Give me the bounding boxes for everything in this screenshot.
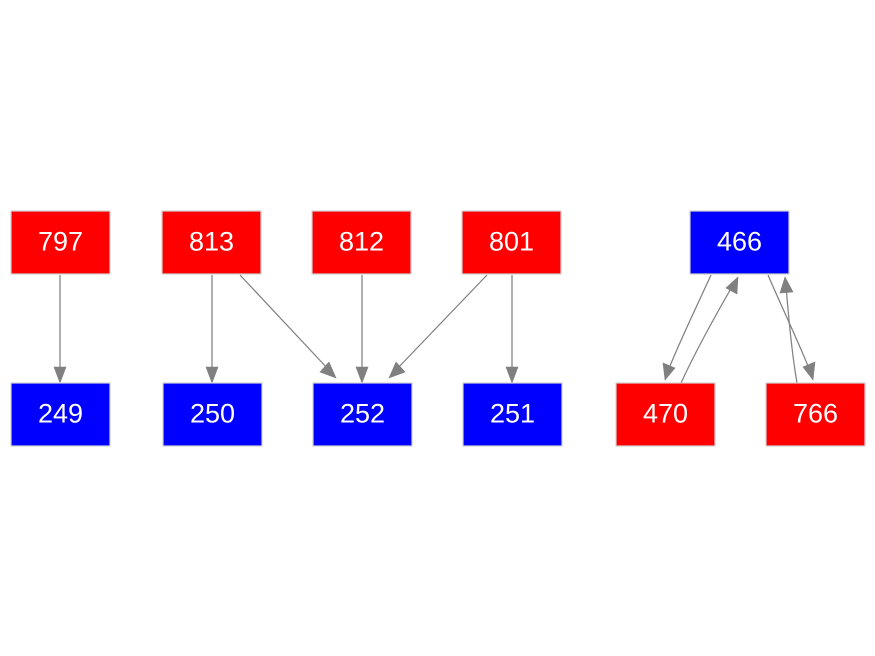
node-813[interactable]: 813 bbox=[161, 210, 262, 275]
arrowhead-icon bbox=[662, 362, 676, 381]
node-rect[interactable] bbox=[10, 382, 111, 447]
node-rect[interactable] bbox=[462, 382, 563, 447]
edge-line bbox=[667, 274, 712, 372]
edge-layer bbox=[53, 274, 816, 384]
node-label: 250 bbox=[190, 399, 235, 429]
edge-812-to-252 bbox=[355, 275, 369, 384]
arrowhead-icon bbox=[355, 366, 369, 384]
edge-466-to-766 bbox=[767, 274, 816, 381]
edge-801-to-251 bbox=[505, 275, 519, 384]
node-470[interactable]: 470 bbox=[615, 382, 716, 447]
arrowhead-icon bbox=[319, 361, 337, 379]
edge-813-to-252 bbox=[239, 274, 337, 379]
arrowhead-icon bbox=[802, 361, 816, 381]
node-797[interactable]: 797 bbox=[10, 210, 111, 275]
node-rect[interactable] bbox=[311, 210, 412, 275]
node-250[interactable]: 250 bbox=[162, 382, 263, 447]
node-label: 251 bbox=[490, 399, 535, 429]
node-rect[interactable] bbox=[161, 210, 262, 275]
node-766[interactable]: 766 bbox=[765, 382, 866, 447]
node-249[interactable]: 249 bbox=[10, 382, 111, 447]
node-label: 466 bbox=[717, 227, 762, 257]
node-label: 249 bbox=[38, 399, 83, 429]
arrowhead-icon bbox=[388, 361, 406, 379]
node-label: 766 bbox=[793, 399, 838, 429]
node-label: 813 bbox=[189, 227, 234, 257]
node-251[interactable]: 251 bbox=[462, 382, 563, 447]
node-label: 812 bbox=[339, 227, 384, 257]
edge-line bbox=[395, 274, 488, 371]
node-label: 252 bbox=[340, 399, 385, 429]
node-rect[interactable] bbox=[689, 210, 790, 275]
node-label: 470 bbox=[643, 399, 688, 429]
node-252[interactable]: 252 bbox=[312, 382, 413, 447]
node-rect[interactable] bbox=[461, 210, 562, 275]
edge-801-to-252 bbox=[388, 274, 488, 379]
edge-766-to-466 bbox=[779, 276, 798, 384]
edge-797-to-249 bbox=[53, 275, 67, 384]
edge-470-to-466 bbox=[680, 276, 739, 384]
edge-813-to-250 bbox=[205, 275, 219, 384]
arrowhead-icon bbox=[205, 366, 219, 384]
node-rect[interactable] bbox=[162, 382, 263, 447]
arrowhead-icon bbox=[779, 276, 794, 294]
node-rect[interactable] bbox=[312, 382, 413, 447]
edge-line bbox=[239, 274, 330, 371]
node-layer: 797 813 812 801 466 249 250 252 251 470 766 bbox=[10, 210, 866, 447]
node-812[interactable]: 812 bbox=[311, 210, 412, 275]
node-466[interactable]: 466 bbox=[689, 210, 790, 275]
arrowhead-icon bbox=[505, 366, 519, 384]
node-label: 797 bbox=[38, 227, 83, 257]
node-label: 801 bbox=[489, 227, 534, 257]
arrowhead-icon bbox=[725, 276, 739, 295]
node-rect[interactable] bbox=[765, 382, 866, 447]
node-801[interactable]: 801 bbox=[461, 210, 562, 275]
edge-line bbox=[680, 284, 734, 384]
edge-466-to-470 bbox=[662, 274, 712, 381]
node-rect[interactable] bbox=[615, 382, 716, 447]
edge-line bbox=[785, 284, 798, 384]
edge-line bbox=[767, 274, 811, 372]
node-rect[interactable] bbox=[10, 210, 111, 275]
arrowhead-icon bbox=[53, 366, 67, 384]
